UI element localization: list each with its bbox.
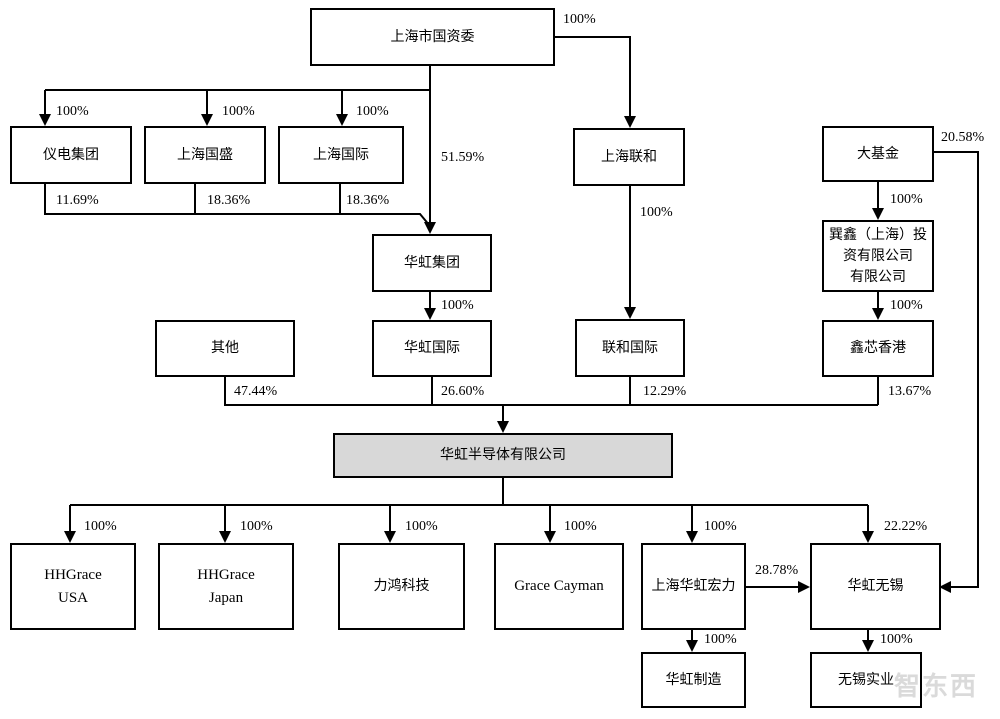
pct-hhintl-semi: 26.60% [441, 384, 485, 399]
pct-hongli-zhizao: 100% [704, 632, 737, 647]
pct-xinxin-semi: 13.67% [888, 384, 932, 399]
pct-guoji-hhgroup: 18.36% [346, 193, 390, 208]
node-grace-cayman: Grace Cayman [494, 543, 624, 630]
pct-lianhe-lianheintl: 100% [640, 205, 673, 220]
node-xunxin: 巽鑫（上海）投 资有限公司 有限公司 [822, 220, 934, 292]
pct-hhgroup-hhintl: 100% [441, 298, 474, 313]
pct-qita-semi: 47.44% [234, 384, 278, 399]
node-hh-intl: 华虹国际 [372, 320, 492, 377]
node-xinxin-hk: 鑫芯香港 [822, 320, 934, 377]
edge-sasac-lianhe [555, 36, 636, 128]
pct-sasac-lianhe: 100% [563, 12, 596, 27]
pct-sasac-guoji: 100% [356, 104, 389, 119]
edge-shareholders-semi [224, 377, 878, 406]
node-guosheng: 上海国盛 [144, 126, 266, 184]
node-hhgrace-japan: HHGrace Japan [158, 543, 294, 630]
edge-dajijin-wuxi [934, 151, 979, 593]
node-lihong: 力鸿科技 [338, 543, 465, 630]
pct-semi-japan: 100% [240, 519, 273, 534]
pct-sasac-guosheng: 100% [222, 104, 255, 119]
pct-hongli-wuxi: 28.78% [755, 563, 799, 578]
node-hhgrace-usa: HHGrace USA [10, 543, 136, 630]
pct-semi-lihong: 100% [405, 519, 438, 534]
node-hh-semi: 华虹半导体有限公司 [333, 433, 673, 478]
node-qita: 其他 [155, 320, 295, 377]
pct-guosheng-hhgroup: 18.36% [207, 193, 251, 208]
pct-wuxi-shiye: 100% [880, 632, 913, 647]
pct-xunxin-xinxin: 100% [890, 298, 923, 313]
pct-semi-usa: 100% [84, 519, 117, 534]
node-hh-zhizao: 华虹制造 [641, 652, 746, 708]
node-hh-wuxi: 华虹无锡 [810, 543, 941, 630]
pct-lianheintl-semi: 12.29% [643, 384, 687, 399]
node-wuxi-shiye: 无锡实业 [810, 652, 922, 708]
watermark-logo: 智东西 [893, 672, 978, 702]
pct-dajijin-xunxin: 100% [890, 192, 923, 207]
node-dajijin: 大基金 [822, 126, 934, 182]
node-hh-group: 华虹集团 [372, 234, 492, 292]
pct-semi-cayman: 100% [564, 519, 597, 534]
pct-semi-wuxi: 22.22% [884, 519, 928, 534]
pct-semi-hongli: 100% [704, 519, 737, 534]
pct-dajijin-wuxi: 20.58% [941, 130, 985, 145]
pct-sasac-hhgroup: 51.59% [441, 150, 485, 165]
pct-sasac-yidian: 100% [56, 104, 89, 119]
pct-yidian-hhgroup: 11.69% [56, 193, 99, 208]
node-yidian: 仪电集团 [10, 126, 132, 184]
node-lianhe: 上海联和 [573, 128, 685, 186]
node-lianhe-intl: 联和国际 [575, 319, 685, 377]
node-guoji-sh: 上海国际 [278, 126, 404, 184]
edge-shareholders-hhgroup [44, 184, 431, 227]
node-sasac: 上海市国资委 [310, 8, 555, 66]
node-sh-hhhongli: 上海华虹宏力 [641, 543, 746, 630]
